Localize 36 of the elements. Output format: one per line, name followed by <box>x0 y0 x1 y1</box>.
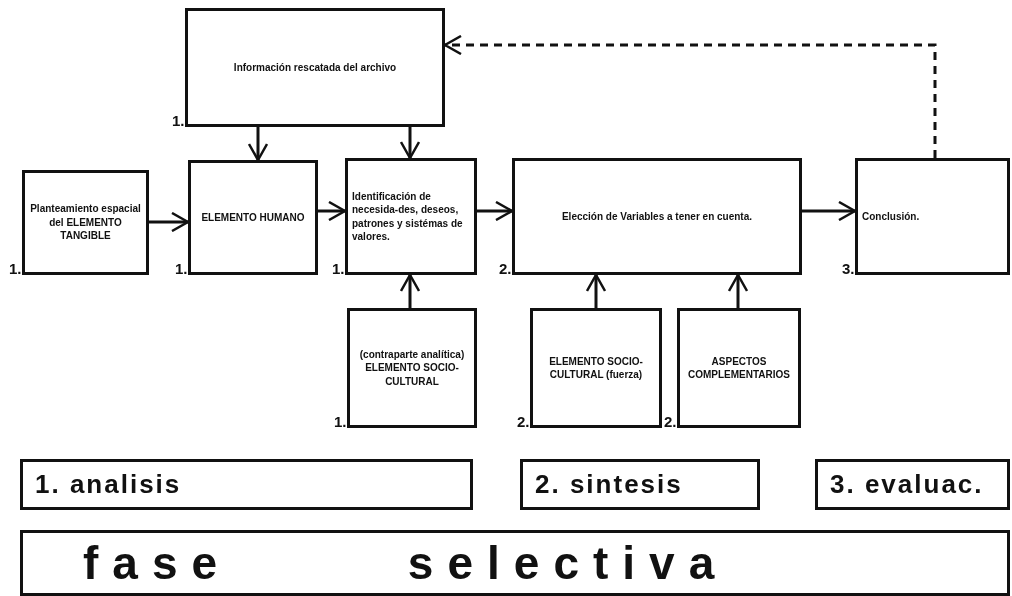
phase-box <box>815 459 1010 510</box>
step-number: 2. <box>517 414 530 429</box>
arrow <box>318 200 347 222</box>
node-text: 1. analisis <box>35 467 182 501</box>
node-text: 2. sintesis <box>535 467 683 501</box>
phase-box <box>20 459 473 510</box>
step-number: 3. <box>842 261 855 276</box>
node-text: (contraparte analítica) ELEMENTO SOCIO-CULTURAL <box>358 347 466 389</box>
step-number: 1. <box>334 414 347 429</box>
node-text: 3. evaluac. <box>830 467 984 501</box>
arrow <box>477 200 514 222</box>
node-text: ELEMENTO SOCIO-CULTURAL (fuerza) <box>548 354 644 382</box>
step-number: 2. <box>499 261 512 276</box>
arrow <box>802 200 857 222</box>
arrow <box>585 273 607 308</box>
phase-box <box>20 530 1010 596</box>
node-text: Identificación de necesida-des, deseos, patrones y sistémas de valores. <box>352 189 464 244</box>
arrow <box>399 273 421 308</box>
node-text: Planteamiento espacial del ELEMENTO TANGIBLE <box>29 202 142 243</box>
step-number: 2. <box>664 414 677 429</box>
step-number: 1. <box>9 261 22 276</box>
node-text: ASPECTOS COMPLEMENTARIOS <box>686 354 791 382</box>
step-number: 1. <box>175 261 188 276</box>
node-text: Conclusión. <box>862 209 920 224</box>
arrow <box>727 273 749 308</box>
node-text: ELEMENTO HUMANO <box>201 210 305 225</box>
phase-box <box>520 459 760 510</box>
step-number: 1. <box>172 113 185 128</box>
step-number: 1. <box>332 261 345 276</box>
arrow <box>443 34 937 158</box>
arrow <box>247 127 269 162</box>
arrow <box>149 211 190 233</box>
node-text: fase selectiva <box>83 535 729 591</box>
arrow <box>399 127 421 160</box>
node-text: Información rescatada del archivo <box>233 60 397 75</box>
node-text: Elección de Variables a tener en cuenta. <box>561 209 753 224</box>
